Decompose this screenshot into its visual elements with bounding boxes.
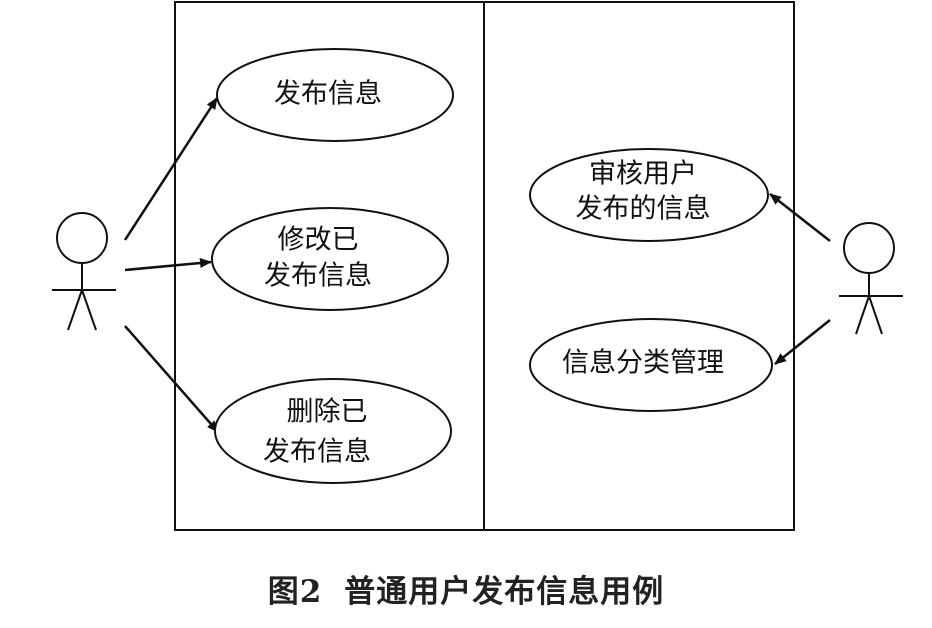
- use-case-review-label-line2: 发布的信息: [576, 194, 711, 225]
- use-case-review-ellipse: [529, 148, 769, 242]
- arrow-user-to-publish: [123, 97, 219, 241]
- use-case-modify-label-line1: 修改已: [278, 225, 359, 256]
- use-case-publish: 发布信息: [216, 48, 454, 142]
- use-case-publish-label: 发布信息: [274, 79, 382, 110]
- arrow-admin-to-review: [769, 193, 831, 242]
- actor-user-head: [56, 212, 108, 264]
- use-case-review-label-line1: 审核用户: [589, 159, 697, 190]
- use-case-modify: 修改已 发布信息: [211, 207, 449, 311]
- arrow-user-to-modify: [124, 258, 212, 272]
- use-case-category: 信息分类管理: [529, 318, 773, 412]
- actor-user-leg-left: [67, 289, 83, 331]
- arrow-admin-to-category: [774, 319, 831, 365]
- use-case-modify-label-line2: 发布信息: [264, 261, 372, 292]
- use-case-review: 审核用户 发布的信息: [529, 148, 769, 242]
- use-case-publish-ellipse: [216, 48, 454, 142]
- actor-admin-head: [843, 222, 895, 274]
- use-case-modify-ellipse: [211, 207, 449, 311]
- figure-number: 图2: [267, 574, 323, 610]
- actor-user: [52, 212, 116, 331]
- actor-admin-leg-right: [868, 295, 883, 335]
- use-case-category-label: 信息分类管理: [562, 348, 724, 379]
- use-case-category-ellipse: [529, 318, 773, 412]
- use-case-delete-label-line1: 删除已: [287, 397, 368, 428]
- figure-caption: 图2 普通用户发布信息用例: [0, 566, 932, 611]
- figure-title: 普通用户发布信息用例: [344, 574, 665, 610]
- actor-admin-leg-left: [855, 295, 870, 335]
- use-case-delete-ellipse: [214, 378, 452, 484]
- arrow-user-to-delete: [124, 325, 219, 433]
- system-boundary-right: [483, 1, 795, 531]
- use-case-delete: 删除已 发布信息: [214, 378, 452, 484]
- actor-user-leg-right: [81, 289, 97, 331]
- actor-admin: [839, 222, 903, 335]
- use-case-diagram: 发布信息 修改已 发布信息 删除已 发布信息 审核用户 发布的信息 信息分类管理: [52, 1, 903, 531]
- use-case-delete-label-line2: 发布信息: [263, 437, 371, 468]
